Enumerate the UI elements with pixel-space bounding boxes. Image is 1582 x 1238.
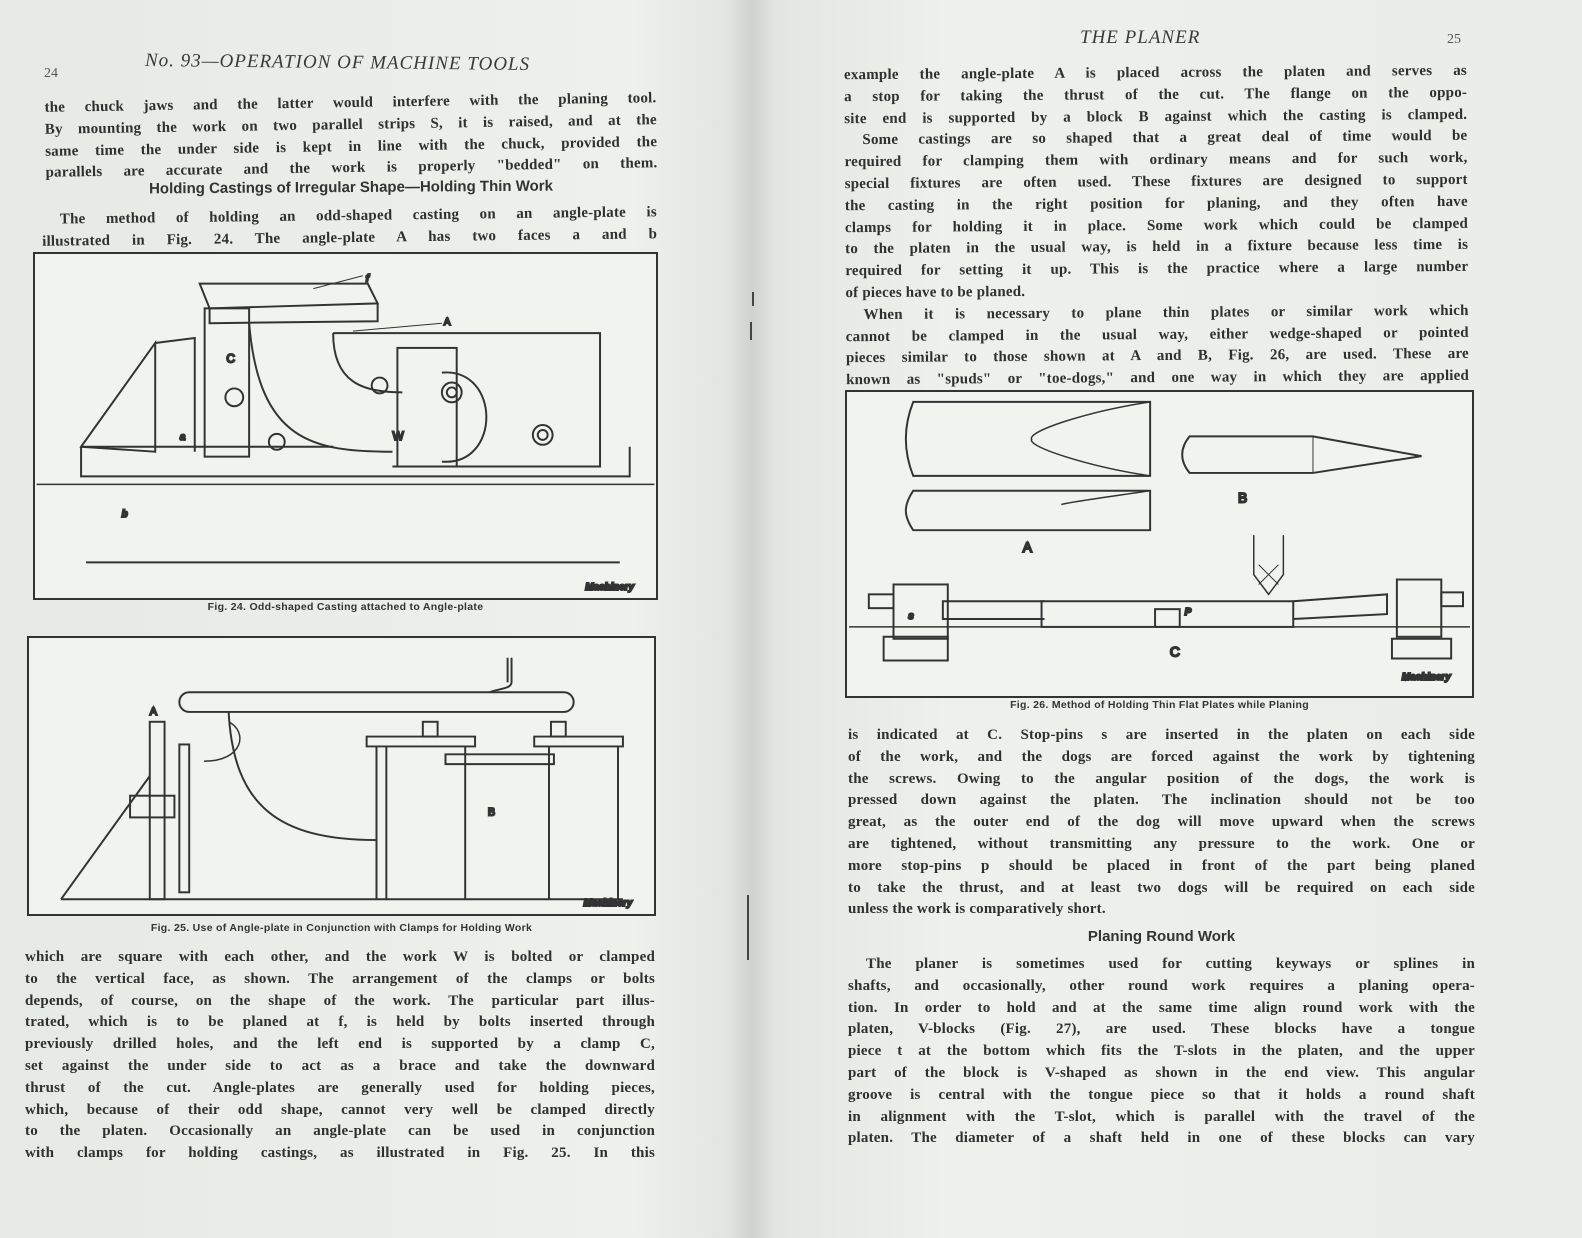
label-b: b [122,509,128,520]
text-line: the screws. Owing to the angular positio… [848,770,1475,787]
right-bottom-text: The planer is sometimes used for cutting… [848,954,1475,1150]
machinery-credit: Machinery [1402,672,1451,683]
gutter-mark [750,322,752,340]
text-line: set against the under side to act as a b… [25,1057,655,1074]
text-line: in alignment with the T-slot, which is p… [848,1108,1475,1125]
right-middle-text: is indicated at C. Stop-pins s are inser… [848,725,1475,921]
label-P: P [1185,607,1192,618]
text-line: shafts, and occasionally, other round wo… [848,977,1475,994]
left-intro-text: The method of holding an odd-shaped cast… [42,202,657,253]
figure-25: A B Machinery [27,636,656,916]
text-line: great, as the outer end of the dog will … [848,814,1475,831]
figure-26: A B C P s Machinery [845,390,1474,698]
gutter-mark [747,895,749,960]
text-line: unless the work is comparatively short. [848,901,1106,918]
text-line: pressed down against the platen. The inc… [848,792,1475,809]
text-line: platen. The diameter of a shaft held in … [848,1130,1475,1147]
text-line: to the vertical face, as shown. The arra… [25,970,655,987]
text-line: which, because of their odd shape, canno… [25,1101,655,1118]
text-line: which are square with each other, and th… [25,949,655,965]
text-line: previously drilled holes, and the left e… [25,1036,655,1053]
text-line: with clamps for holding castings, as ill… [25,1145,655,1162]
running-head-right: THE PLANER [1080,27,1201,48]
machinery-credit: Machinery [583,898,632,909]
text-line: known as "spuds" or "toe-dogs," and one … [846,367,1470,389]
label-B: B [488,806,495,818]
machinery-credit: Machinery [585,582,634,593]
text-line: piece t at the bottom which fits the T-s… [848,1043,1475,1060]
label-A: A [1023,539,1033,555]
label-A: A [444,317,451,328]
label-W: W [392,429,404,443]
figure-24-caption: Fig. 24. Odd-shaped Casting attached to … [207,601,484,613]
text-line: of the work, and the dogs are forced aga… [848,748,1475,765]
text-line: depends, of course, on the shape of the … [25,992,655,1009]
figure-26-caption: Fig. 26. Method of Holding Thin Flat Pla… [1010,699,1309,711]
figure-25-caption: Fig. 25. Use of Angle-plate in Conjuncti… [150,922,533,934]
text-line: more stop-pins p should be placed in fro… [848,857,1475,874]
label-C: C [226,352,235,366]
text-line: part of the block is V-shaped as shown i… [848,1064,1475,1081]
left-bottom-text: which are square with each other, and th… [25,947,655,1165]
running-head-left: No. 93—OPERATION OF MACHINE TOOLS [144,49,531,76]
text-line: is indicated at C. Stop-pins s are inser… [848,727,1475,743]
label-a: a [180,432,186,443]
text-line: groove is central with the tongue piece … [848,1086,1475,1103]
text-line: trated, which is to be planed at f, is h… [25,1014,655,1031]
label-B: B [1238,490,1247,506]
right-top-text: example the angle-plate A is placed acro… [844,61,1469,392]
text-line: required for setting it up. This is the … [845,258,1469,280]
label-s: s [908,611,914,622]
gutter-mark [752,292,754,306]
text-line: to take the thrust, and at least two dog… [848,879,1475,896]
label-C: C [1170,644,1180,660]
text-line: are tightened, without transmitting any … [848,835,1475,852]
label-A: A [150,706,158,718]
text-line: The planer is sometimes used for cutting… [866,956,1475,972]
page-number-left: 24 [44,66,58,81]
label-f: f [366,274,371,285]
text-line: to the platen. Occasionally an angle-pla… [25,1123,655,1140]
page-number-right: 25 [1447,32,1461,47]
text-line: platen, V-blocks (Fig. 27), are used. Th… [848,1021,1475,1038]
text-line: tion. In order to hold and at the same t… [848,999,1475,1016]
left-top-text: the chuck jaws and the latter would inte… [44,88,657,185]
section-heading-left: Holding Castings of Irregular Shape—Hold… [148,177,554,198]
text-line: thrust of the cut. Angle-plates are gene… [25,1079,655,1096]
figure-24: f A C W a b Machinery [33,252,658,600]
section-heading-right: Planing Round Work [1087,928,1236,945]
